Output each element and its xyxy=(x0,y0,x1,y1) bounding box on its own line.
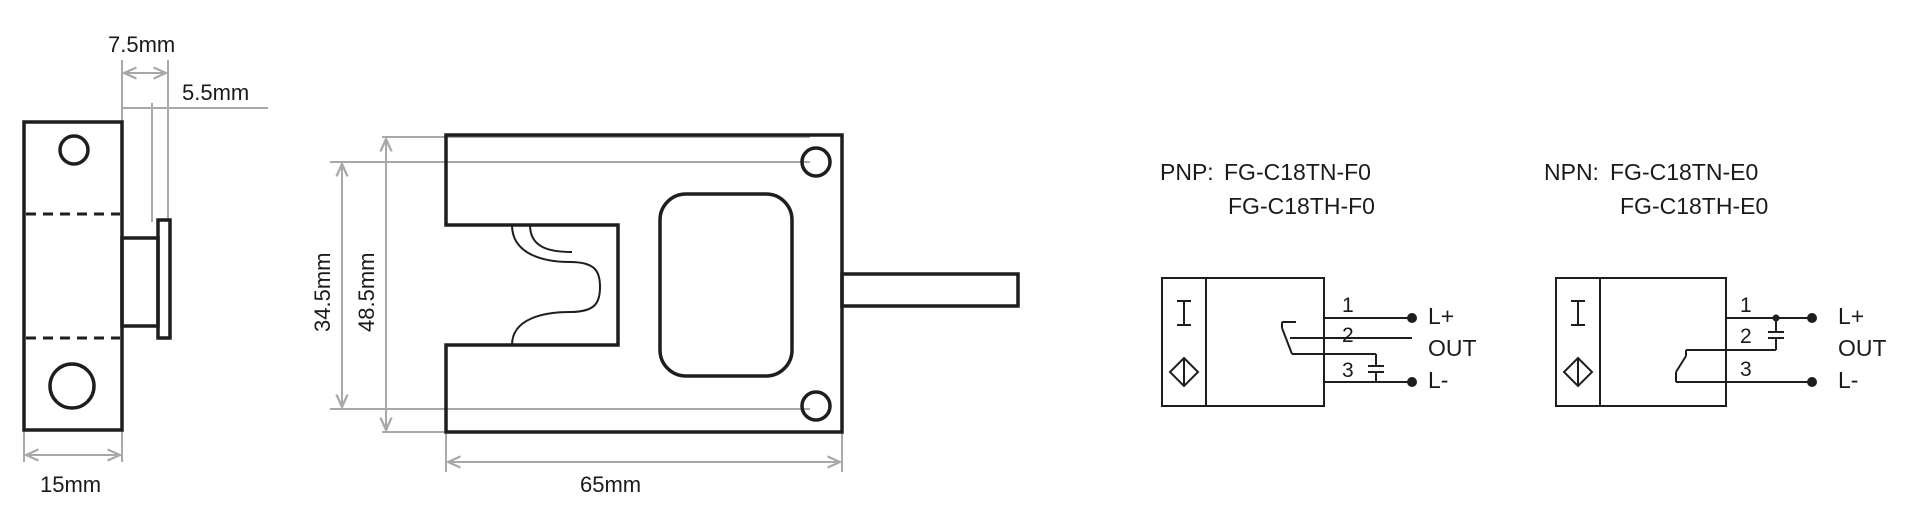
npn-terminal-lminus: L- xyxy=(1838,367,1858,393)
npn-sensor-box xyxy=(1555,277,1727,407)
mounting-hole-large xyxy=(48,362,96,410)
npn-model-2: FG-C18TH-E0 xyxy=(1620,193,1768,219)
npn-terminal-out: OUT xyxy=(1838,335,1887,361)
npn-pin-1: 1 xyxy=(1740,294,1752,317)
npn-model-1: FG-C18TN-E0 xyxy=(1610,159,1758,185)
cable xyxy=(840,272,1020,308)
pnp-terminal-dot xyxy=(1407,377,1417,387)
pnp-prefix: PNP: xyxy=(1160,159,1214,185)
npn-pin-2: 2 xyxy=(1740,325,1752,348)
side-view: 7.5mm 5.5mm 15mm xyxy=(22,32,268,497)
npn-wiring: NPN: FG-C18TN-E0 FG-C18TH-E0 1 2 3 L+ OU… xyxy=(1544,159,1887,407)
dim-label-48-5mm: 48.5mm xyxy=(354,253,379,332)
side-body xyxy=(22,120,124,432)
dim-label-65mm: 65mm xyxy=(580,472,641,497)
side-step xyxy=(120,236,160,328)
pnp-terminal-out: OUT xyxy=(1428,335,1477,361)
npn-switch xyxy=(1675,355,1687,373)
pnp-pin-2: 2 xyxy=(1342,324,1354,347)
npn-prefix: NPN: xyxy=(1544,159,1599,185)
pnp-terminal-lplus: L+ xyxy=(1428,303,1454,329)
npn-terminal-dot xyxy=(1807,377,1817,387)
pnp-pin-3: 3 xyxy=(1342,359,1354,382)
front-body xyxy=(444,133,844,434)
pnp-terminal-lminus: L- xyxy=(1428,367,1448,393)
dim-label-5-5mm: 5.5mm xyxy=(182,80,249,105)
pnp-switch xyxy=(1281,327,1293,355)
dim-label-15mm: 15mm xyxy=(40,472,101,497)
dim-label-7-5mm: 7.5mm xyxy=(108,32,175,57)
pnp-sensor-box xyxy=(1161,277,1325,407)
pnp-wiring: PNP: FG-C18TN-F0 FG-C18TH-F0 1 2 3 L+ OU… xyxy=(1160,159,1477,407)
pnp-model-2: FG-C18TH-F0 xyxy=(1228,193,1375,219)
pnp-terminal-dot xyxy=(1407,313,1417,323)
dim-label-34-5mm: 34.5mm xyxy=(310,253,335,332)
pnp-pin-1: 1 xyxy=(1342,294,1354,317)
front-view: 34.5mm 48.5mm 65mm xyxy=(310,133,1020,497)
front-hole-bottom xyxy=(800,390,832,422)
front-hole-top xyxy=(800,146,832,178)
npn-pin-3: 3 xyxy=(1740,358,1752,381)
side-flange xyxy=(156,218,172,340)
pnp-model-1: FG-C18TN-F0 xyxy=(1224,159,1371,185)
slot-curve xyxy=(511,224,602,346)
npn-terminal-dot xyxy=(1807,313,1817,323)
slot-curve-inner xyxy=(529,224,573,253)
lens-window xyxy=(658,192,794,378)
mounting-hole-small xyxy=(58,134,90,166)
npn-terminal-lplus: L+ xyxy=(1838,303,1864,329)
